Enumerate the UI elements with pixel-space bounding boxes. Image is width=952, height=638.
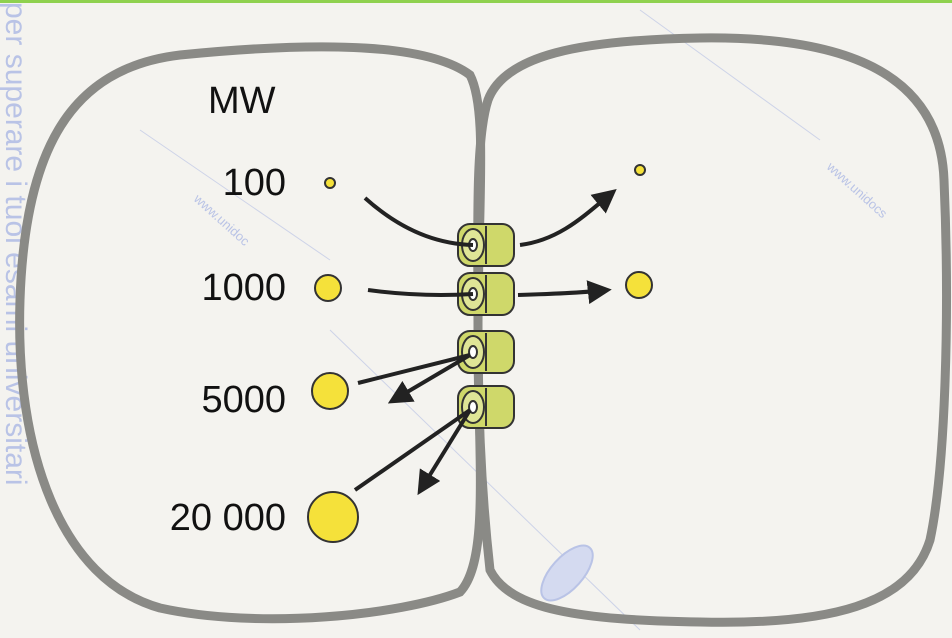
left-molecules (307, 177, 359, 543)
arrows (353, 188, 617, 496)
mw-label-5000: 5000 (201, 379, 286, 421)
right-molecules (625, 164, 653, 299)
molecule-100 (324, 177, 336, 189)
watermark-logo (540, 544, 594, 602)
arrow-100-out (519, 188, 617, 247)
molecule-1000-passed (625, 271, 653, 299)
molecule-1000 (314, 274, 342, 302)
watermark-line (139, 129, 331, 261)
molecule-20000 (307, 491, 359, 543)
top-accent-bar (0, 0, 952, 3)
channel-row-4 (457, 385, 515, 429)
watermark-line (639, 9, 821, 141)
arrow-100-in (363, 196, 474, 247)
arrow-5000-in (357, 353, 471, 385)
right-cell-membrane (473, 33, 951, 627)
gap-junction-channels (457, 223, 515, 429)
domain-watermark-right: www.unidocs (823, 158, 891, 221)
molecule-100-passed (634, 164, 646, 176)
channel-row-3 (457, 330, 515, 374)
arrow-20000-in (353, 408, 472, 492)
arrow-20000-reflected (417, 408, 472, 496)
mw-label-100: 100 (223, 162, 286, 204)
arrow-1000-in (367, 288, 474, 297)
molecule-5000 (311, 372, 349, 410)
mw-label-20000: 20 000 (170, 497, 286, 539)
mw-label-1000: 1000 (201, 267, 286, 309)
watermark-layer: per superare i tuoi esami universitari w… (0, 2, 891, 631)
mw-axis-label: MW (208, 80, 276, 122)
arrow-5000-reflected (387, 353, 472, 404)
arrow-1000-out (517, 280, 612, 305)
